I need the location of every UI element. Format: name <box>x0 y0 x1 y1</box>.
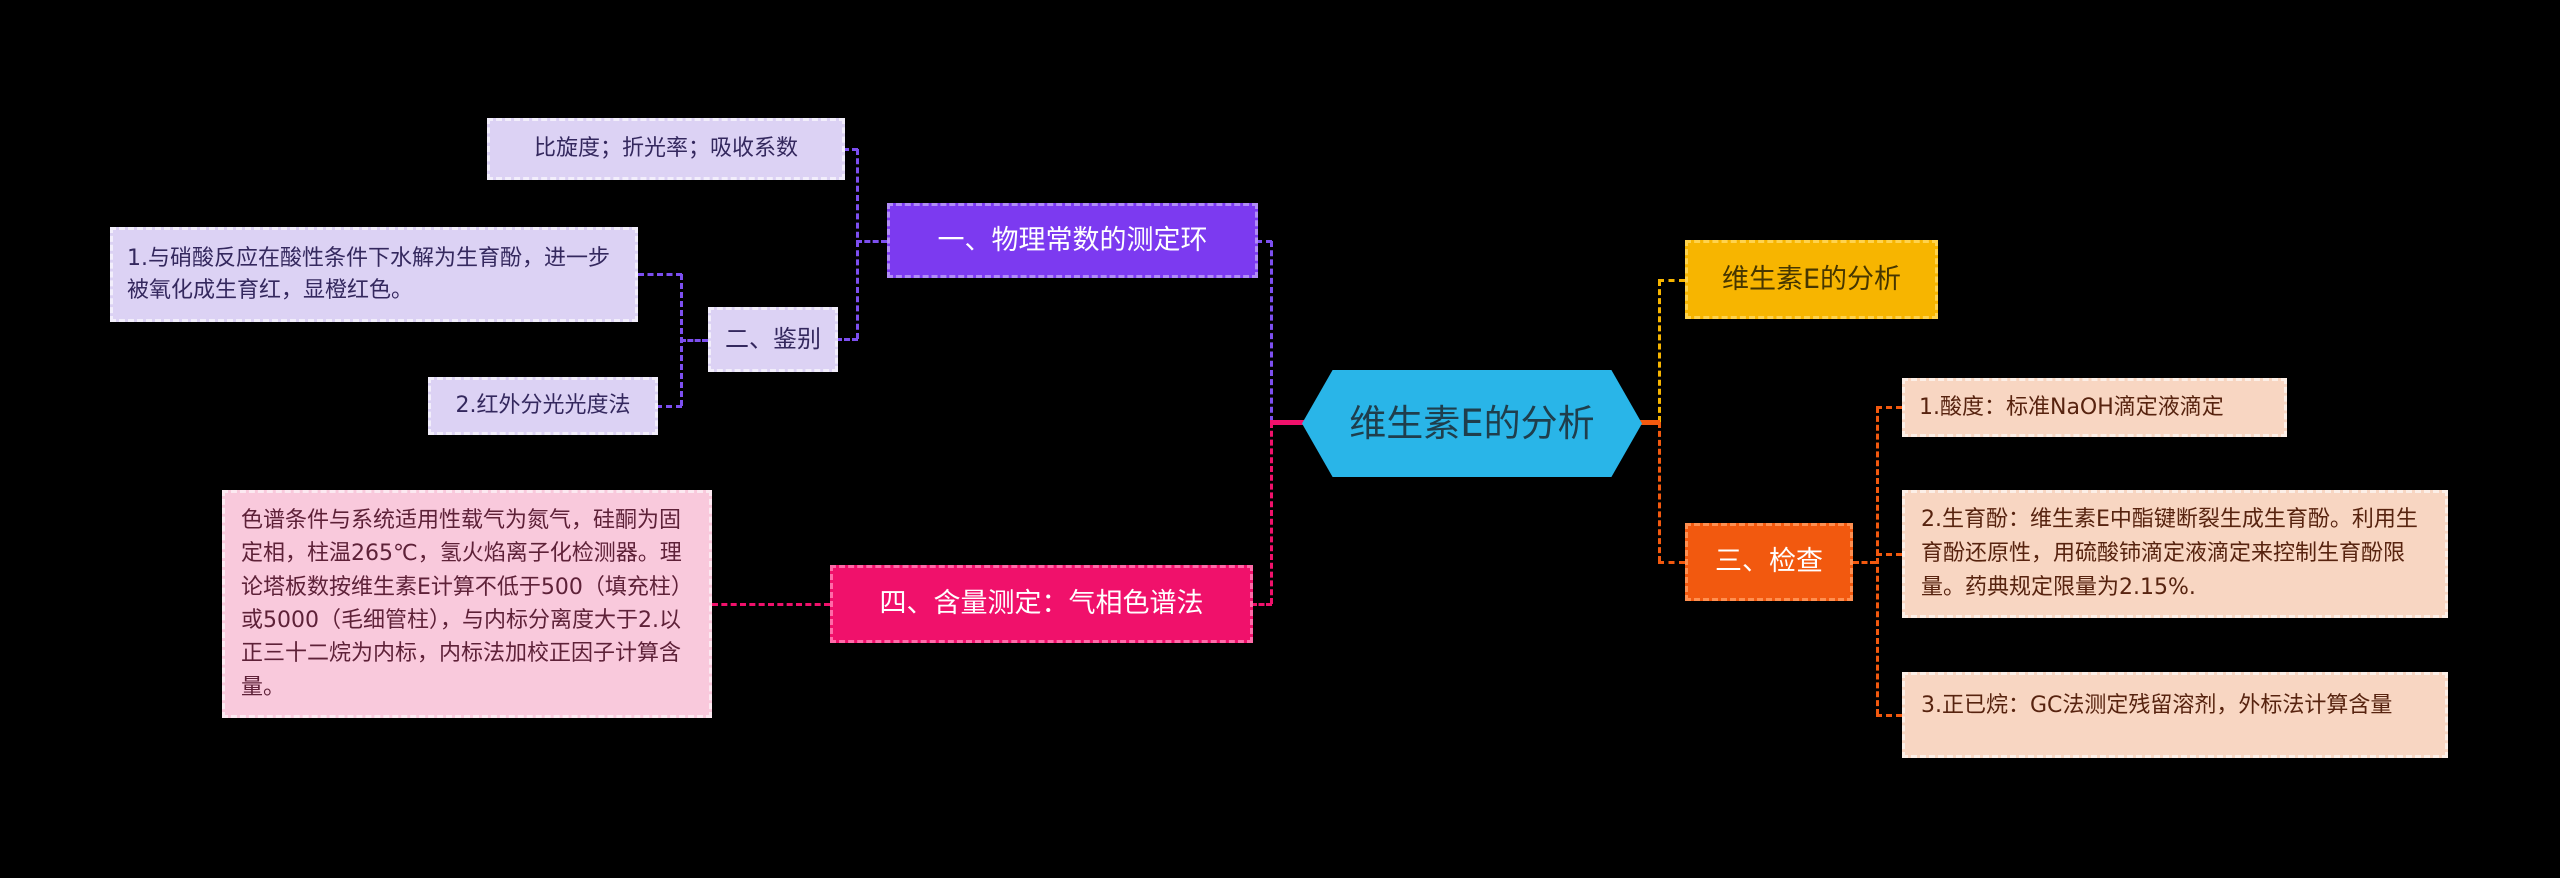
connector-physical-elbow <box>1256 240 1272 243</box>
connector-center-left-lower <box>1270 422 1273 604</box>
connector-nitric-elbow <box>638 273 682 276</box>
branch-node-physical-constants[interactable]: 一、物理常数的测定环 <box>887 203 1258 278</box>
connector-gc-conditions-elbow <box>712 603 830 606</box>
child-node-infrared[interactable]: 2.红外分光光度法 <box>428 377 658 435</box>
branch-node-assay[interactable]: 四、含量测定：气相色谱法 <box>830 565 1253 643</box>
connector-identification-parent-elbow <box>680 339 708 342</box>
connector-check-elbow <box>1658 561 1685 564</box>
connector-constants-elbow <box>843 148 858 151</box>
child-node-nitric-reaction[interactable]: 1.与硝酸反应在酸性条件下水解为生育酚，进一步被氧化成生育红，显橙红色。 <box>110 227 638 322</box>
branch-node-identification[interactable]: 二、鉴别 <box>708 307 838 372</box>
connector-check-parent-elbow <box>1853 561 1876 564</box>
child-node-tocopherol[interactable]: 2.生育酚：维生素E中酯键断裂生成生育酚。利用生育酚还原性，用硫酸铈滴定液滴定来… <box>1902 490 2448 618</box>
connector-physical-parent-elbow <box>856 240 887 243</box>
connector-infrared-elbow <box>656 405 682 408</box>
connector-check-children-line <box>1876 407 1879 715</box>
connector-tocopherol-elbow <box>1876 553 1902 556</box>
connector-vitamin-right-elbow <box>1658 279 1685 282</box>
child-node-hexane[interactable]: 3.正已烷：GC法测定残留溶剂，外标法计算含量 <box>1902 672 2448 758</box>
branch-node-check[interactable]: 三、检查 <box>1685 523 1853 601</box>
connector-physical-children-line <box>856 149 859 339</box>
center-node[interactable]: 维生素E的分析 <box>1302 370 1642 477</box>
connector-center-left-stub <box>1270 420 1304 425</box>
child-node-constants[interactable]: 比旋度；折光率；吸收系数 <box>487 118 845 180</box>
connector-center-left-upper <box>1270 241 1273 422</box>
connector-center-right-lower <box>1658 422 1661 562</box>
connector-center-right-stub <box>1638 420 1660 425</box>
connector-center-right-upper <box>1658 280 1661 422</box>
connector-acidity-elbow <box>1876 406 1902 409</box>
connector-assay-elbow <box>1251 603 1272 606</box>
connector-hexane-elbow <box>1876 714 1902 717</box>
child-node-acidity[interactable]: 1.酸度：标准NaOH滴定液滴定 <box>1902 378 2287 437</box>
connector-identification-elbow <box>836 338 858 341</box>
branch-node-vitamin-e-right[interactable]: 维生素E的分析 <box>1685 240 1938 319</box>
child-node-gc-conditions[interactable]: 色谱条件与系统适用性载气为氮气，硅酮为固定相，柱温265℃，氢火焰离子化检测器。… <box>222 490 712 718</box>
